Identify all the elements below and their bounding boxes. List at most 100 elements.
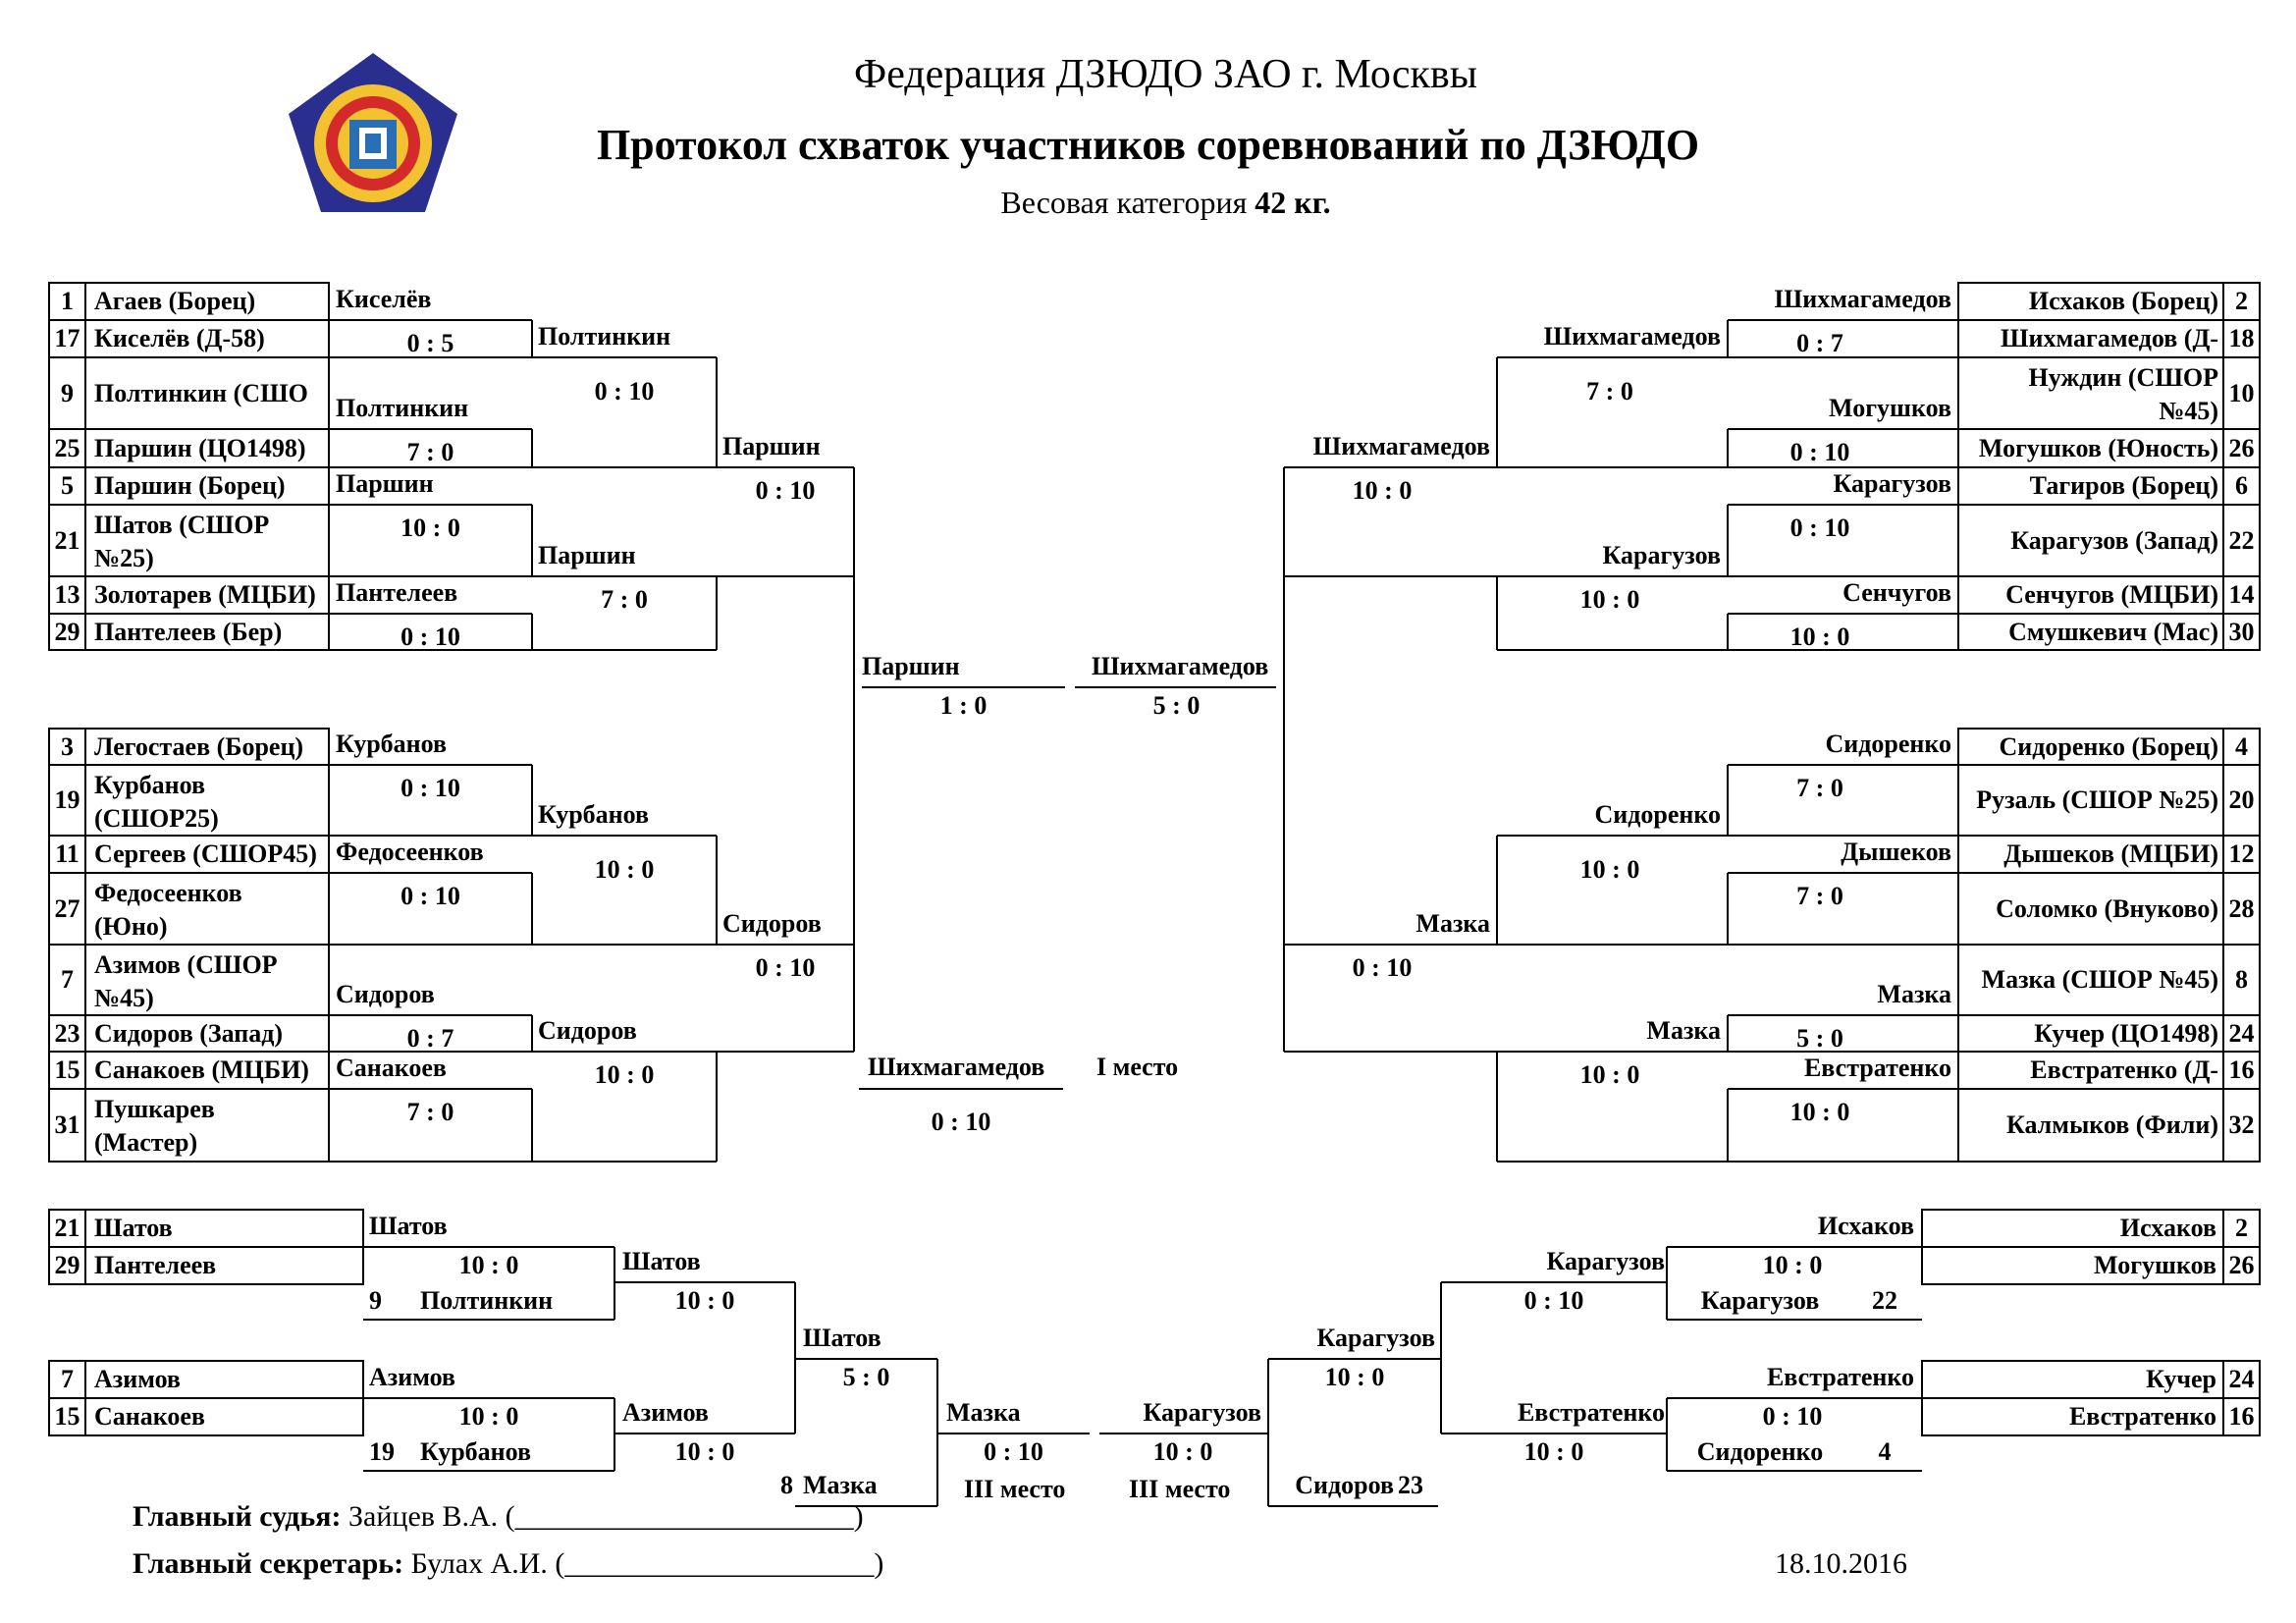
match-winner: Сидоренко [1594,800,1721,829]
bronze-winner: Мазка [946,1398,1021,1427]
participant-name: Пушкарев [94,1095,215,1123]
participant-name: Полтинкин (СШО [94,378,308,407]
participant-number: 31 [54,1110,80,1139]
semifinal-score: 5 : 0 [1152,691,1201,720]
repechage-name: Сидоров [1295,1471,1394,1499]
repechage-winner: Азимов [369,1363,455,1391]
participant-name: (СШОР25) [94,804,219,833]
repechage-score: 10 : 0 [674,1286,735,1315]
chief-secretary: Главный секретарь: Булах А.И. (_________… [133,1549,883,1579]
participant-number: 13 [54,580,80,609]
repechage-name: Шатов [94,1214,173,1242]
participant-name: Сенчугов (МЦБИ) [2005,580,2218,609]
participant-name: Курбанов [94,771,206,799]
participant-number: 10 [2228,378,2255,407]
repechage-number: 4 [1878,1437,1892,1466]
match-winner: Санакоев [336,1054,447,1082]
repechage-name: Мазка [803,1471,878,1499]
participant-name: Сидоров (Запад) [94,1018,284,1048]
participant-name: №45) [2159,397,2218,425]
match-winner: Карагузов [1833,469,1951,498]
participant-number: 8 [2235,965,2248,994]
repechage-number: 26 [2228,1251,2255,1279]
participant-number: 3 [61,731,74,761]
participant-name: Калмыков (Фили) [2005,1110,2218,1139]
bronze-place: III место [964,1475,1066,1503]
match-winner: Карагузов [1602,541,1721,569]
chief-secretary-label: Главный секретарь: [133,1547,404,1580]
match-score: 10 : 0 [1579,1060,1640,1089]
participant-name: Сергеев (СШОР45) [94,839,317,868]
match-winner: Шихмагамедов [1774,285,1951,313]
match-score: 7 : 0 [406,1098,454,1126]
repechage-number: 16 [2228,1402,2255,1431]
participant-number: 7 [61,965,74,994]
semifinal-score: 1 : 0 [939,691,988,720]
participant-name: (Юно) [94,912,168,941]
repechage-number: 22 [1872,1286,1897,1315]
participant-number: 28 [2228,893,2255,923]
repechage-score: 0 : 10 [1523,1286,1584,1315]
repechage-score: 10 : 0 [1324,1363,1385,1391]
participant-name: №25) [94,544,154,572]
match-score: 7 : 0 [1586,377,1633,406]
participant-name: Могушков (Юность) [1978,433,2218,462]
participant-name: Санакоев (МЦБИ) [94,1055,309,1084]
weight-value: 42 кг. [1255,185,1331,220]
bronze-winner: Карагузов [1143,1398,1261,1427]
match-score: 7 : 0 [406,438,454,466]
repechage-score: 10 : 0 [1523,1437,1584,1466]
match-winner: Курбанов [336,730,448,758]
match-winner: Пантелеев [336,578,458,607]
participant-number: 18 [2228,324,2255,352]
participant-name: Легостаев (Борец) [94,731,304,761]
match-winner: Сидоров [336,980,435,1008]
repechage-score: 10 : 0 [674,1437,735,1466]
cell-border [84,1088,330,1163]
repechage-name: Могушков [2094,1251,2216,1279]
match-score: 7 : 0 [1796,774,1843,802]
participant-number: 27 [54,893,80,923]
repechage-number: 19 [369,1437,395,1466]
bronze-place: III место [1129,1475,1231,1503]
participant-number: 15 [54,1055,80,1084]
repechage-name: Полтинкин [420,1286,554,1315]
match-winner: Шихмагамедов [1312,432,1490,460]
match-score: 0 : 7 [1796,329,1843,357]
match-score: 0 : 10 [1789,438,1850,466]
participant-name: (Мастер) [94,1128,198,1157]
repechage-winner: Карагузов [1546,1247,1665,1275]
final-winner: Шихмагамедов [868,1053,1045,1081]
repechage-winner: Евстратенко [1766,1363,1914,1391]
participant-number: 23 [54,1018,80,1048]
match-score: 0 : 10 [755,476,816,505]
participant-name: Шихмагамедов (Д- [2000,324,2218,352]
match-score: 10 : 0 [400,514,460,542]
cell-border [2222,1246,2261,1285]
repechage-name: Евстратенко [2068,1402,2216,1431]
match-winner: Мазка [1646,1016,1721,1045]
repechage-name: Курбанов [420,1437,532,1466]
participant-number: 1 [61,287,74,315]
match-winner: Полтинкин [336,394,469,422]
final-score: 0 : 10 [931,1108,991,1136]
participant-number: 32 [2228,1110,2255,1139]
participant-name: Паршин (Борец) [94,471,286,500]
repechage-name: Исхаков [2119,1214,2216,1242]
participant-number: 5 [61,471,74,500]
participant-number: 29 [54,617,80,646]
page-title: Протокол схваток участников соревнований… [596,121,1700,169]
participant-number: 2 [2235,287,2248,315]
participant-name: Сидоренко (Борец) [1999,731,2218,761]
bronze-score: 10 : 0 [1152,1437,1213,1466]
match-score: 5 : 0 [1796,1024,1843,1053]
repechage-number: 21 [54,1214,80,1242]
chief-secretary-value: Булах А.И. (_____________________) [410,1547,884,1580]
weight-category: Весовая категория 42 кг. [18,185,2296,221]
match-winner: Паршин [538,541,636,569]
match-score: 7 : 0 [601,585,648,614]
final-place: I место [1096,1053,1179,1081]
participant-name: Дышеков (МЦБИ) [2003,839,2218,868]
participant-name: Кучер (ЦО1498) [2034,1018,2218,1048]
cell-border [84,1246,364,1285]
